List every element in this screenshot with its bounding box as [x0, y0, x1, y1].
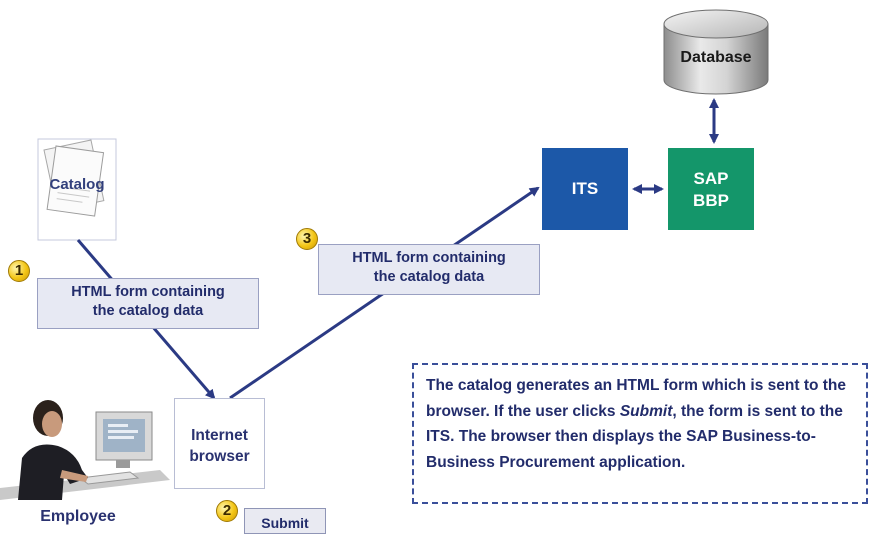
sap-bbp-line2: BBP: [693, 191, 729, 210]
submit-button[interactable]: Submit: [244, 508, 326, 534]
step3-note: HTML form containing the catalog data: [318, 244, 540, 295]
step1-note-line2: the catalog data: [92, 303, 204, 319]
browser-box: [174, 398, 265, 489]
browser-label-line2: browser: [189, 448, 250, 465]
sap-bbp-box: SAP BBP: [668, 148, 754, 230]
its-box: ITS: [542, 148, 628, 230]
browser-label: Internet browser: [174, 425, 265, 467]
database-label: Database: [680, 49, 752, 66]
employee-label: Employee: [40, 508, 116, 525]
step3-note-line2: the catalog data: [373, 269, 485, 285]
database-icon: [663, 9, 769, 95]
catalog-document-icon: [37, 138, 117, 241]
explanation-box: The catalog generates an HTML form which…: [412, 363, 868, 504]
step1-note: HTML form containing the catalog data: [37, 278, 259, 329]
sap-bbp-line1: SAP: [693, 169, 729, 188]
step-badge-1: 1: [8, 260, 30, 282]
step-badge-3: 3: [296, 228, 318, 250]
step1-note-line1: HTML form containing: [71, 284, 225, 300]
step-badge-2: 2: [216, 500, 238, 522]
employee-illustration: [0, 400, 170, 500]
step3-note-line1: HTML form containing: [352, 250, 506, 266]
explanation-part2: , the form is sent to the ITS. The brows…: [426, 402, 843, 471]
browser-label-line1: Internet: [191, 427, 248, 444]
explanation-emphasis: Submit: [619, 402, 673, 420]
catalog-label: Catalog: [49, 176, 105, 193]
explanation-part1: The catalog generates an HTML form which…: [426, 377, 847, 420]
